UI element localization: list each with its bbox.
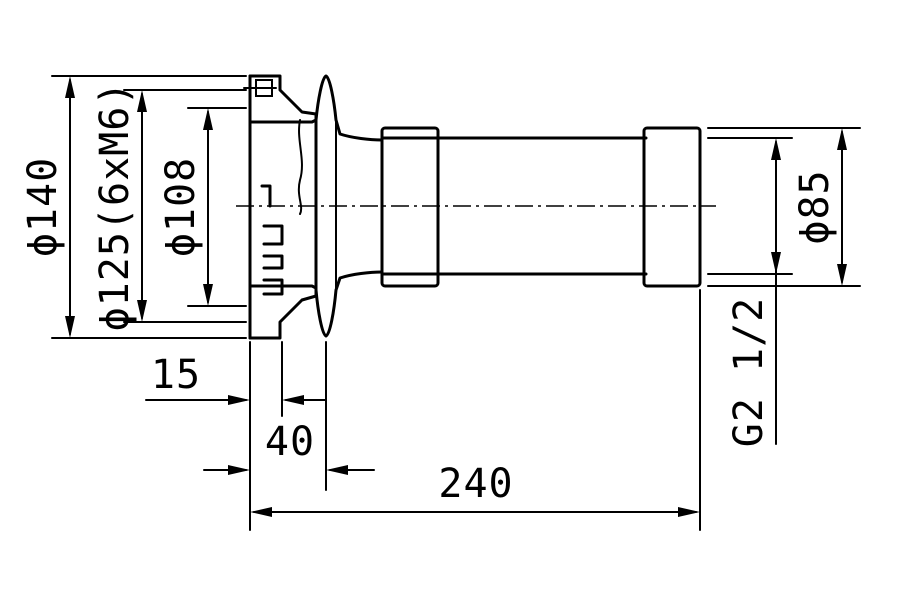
flange-plate: [248, 74, 318, 124]
dimension-d140: ϕ140: [20, 75, 247, 339]
part-outline: [236, 74, 716, 340]
dimension-len40: 40: [203, 341, 375, 491]
collar-right: [642, 126, 702, 288]
clamp-flange: [314, 74, 384, 142]
label-len15: 15: [151, 352, 201, 398]
break-line: [297, 119, 303, 215]
dimension-d125: ϕ125(6xM6): [92, 81, 247, 332]
collar-left: [380, 126, 440, 288]
dimension-len240: 240: [250, 289, 701, 531]
label-d85: ϕ85: [792, 169, 838, 244]
label-d125: ϕ125(6xM6): [92, 81, 138, 332]
flange-plate-lower: [248, 284, 318, 340]
inner-slots: [262, 224, 284, 296]
label-d108: ϕ108: [158, 157, 204, 257]
label-d140: ϕ140: [20, 157, 66, 257]
label-len40: 40: [265, 419, 315, 465]
dimension-thread: G2 1/2: [707, 137, 793, 448]
dimension-d108: ϕ108: [158, 107, 247, 307]
dimension-d85: ϕ85: [707, 127, 861, 287]
dimension-len15: 15: [145, 341, 327, 531]
label-thread: G2 1/2: [726, 297, 772, 448]
label-len240: 240: [438, 461, 513, 507]
clamp-flange-lower: [314, 270, 384, 338]
inner-slot-top: [260, 184, 272, 208]
